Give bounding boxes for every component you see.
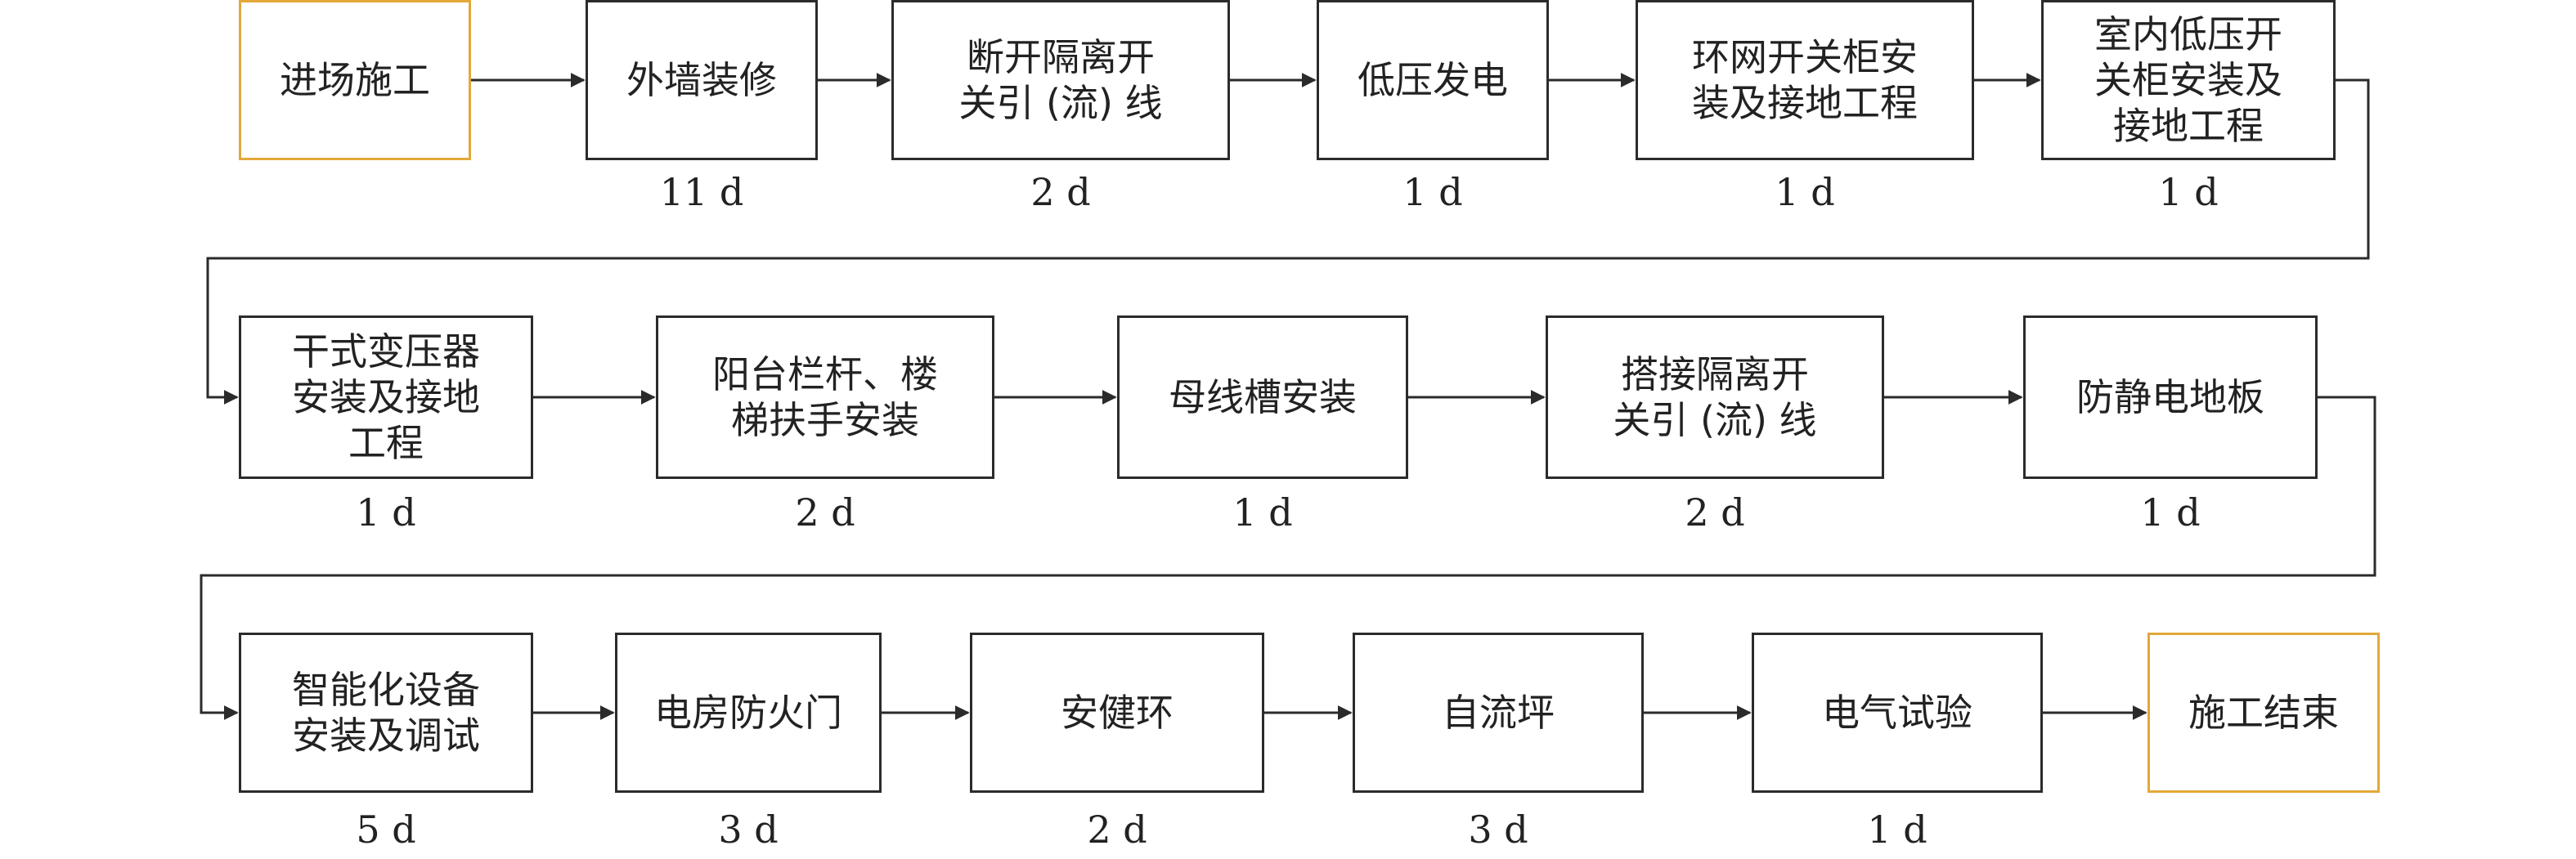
step-start-construction: 进场施工 [239,0,471,160]
duration-connect-isolation-switch: 2 d [1685,490,1745,535]
step-ring-main-unit-install: 环网开关柜安 装及接地工程 [1636,0,1974,160]
step-smart-equipment-install-debug: 智能化设备 安装及调试 [239,633,533,793]
duration-anti-static-floor: 1 d [2140,490,2201,535]
duration-hse: 2 d [1087,808,1147,852]
duration-exterior-wall-decoration: 11 d [659,170,744,214]
step-disconnect-isolation-switch: 断开隔离开 关引 (流) 线 [891,0,1230,160]
duration-low-voltage-generation: 1 d [1402,170,1463,214]
step-connect-isolation-switch: 搭接隔离开 关引 (流) 线 [1546,315,1884,479]
step-anti-static-floor: 防静电地板 [2023,315,2318,479]
duration-indoor-lv-switchgear-install: 1 d [2158,170,2219,214]
arrow-wrap-1 [206,78,2370,405]
step-construction-end: 施工结束 [2147,633,2380,793]
step-electrical-test: 电气试验 [1752,633,2043,793]
step-exterior-wall-decoration: 外墙装修 [586,0,818,160]
step-dry-transformer-install: 干式变压器 安装及接地 工程 [239,315,533,479]
duration-power-room-fire-door: 3 d [718,808,779,852]
duration-dry-transformer-install: 1 d [356,490,416,535]
step-balcony-railing-handrail: 阳台栏杆、楼 梯扶手安装 [656,315,994,479]
step-hse: 安健环 [970,633,1264,793]
duration-self-leveling-floor: 3 d [1468,808,1528,852]
duration-smart-equipment-install-debug: 5 d [356,808,416,852]
duration-ring-main-unit-install: 1 d [1775,170,1835,214]
step-power-room-fire-door: 电房防火门 [615,633,882,793]
duration-balcony-railing-handrail: 2 d [795,490,855,535]
duration-electrical-test: 1 d [1867,808,1928,852]
arrow-wrap-2 [200,396,2376,720]
duration-disconnect-isolation-switch: 2 d [1030,170,1091,214]
step-indoor-lv-switchgear-install: 室内低压开 关柜安装及 接地工程 [2041,0,2336,160]
duration-busway-install: 1 d [1232,490,1293,535]
step-self-leveling-floor: 自流坪 [1353,633,1644,793]
step-busway-install: 母线槽安装 [1117,315,1408,479]
step-low-voltage-generation: 低压发电 [1317,0,1549,160]
